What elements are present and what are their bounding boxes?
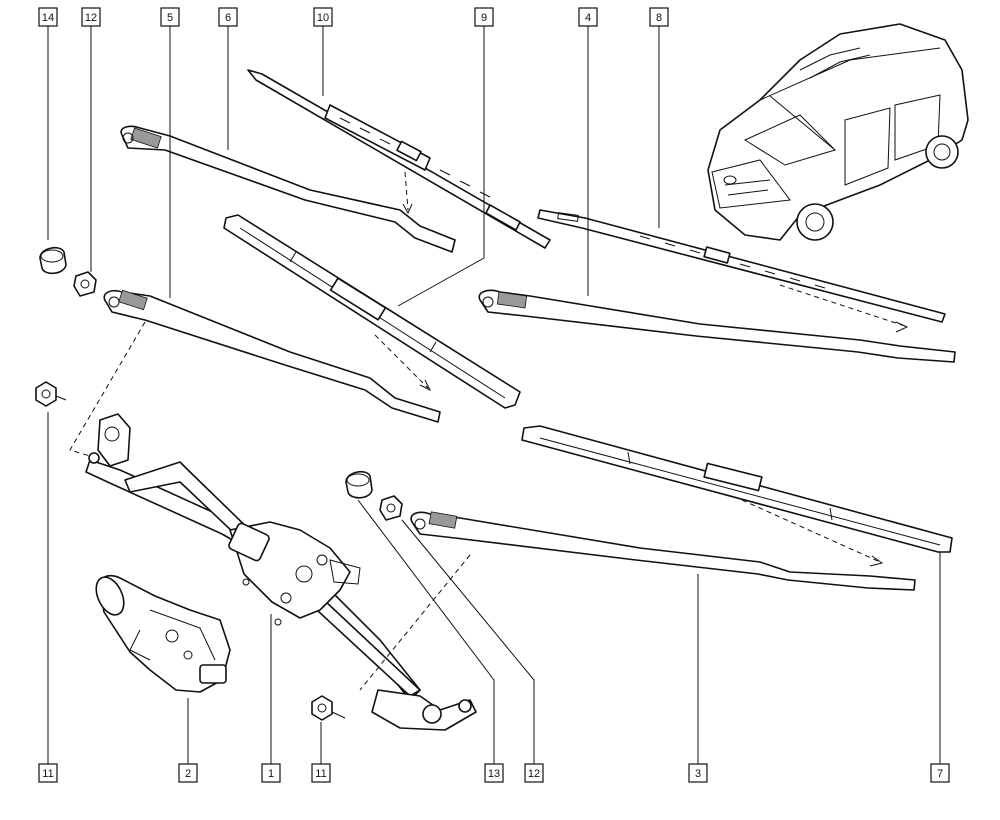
blade-10-assembly-arrow [404, 171, 409, 211]
arrowhead [895, 321, 909, 333]
callout-11-bottom: 11 [311, 763, 331, 783]
blade-9-assembly-arrow [374, 334, 429, 389]
svg-text:12: 12 [85, 12, 97, 24]
callout-13: 13 [484, 763, 504, 783]
nut-12-right [379, 495, 403, 521]
callout-6: 6 [218, 7, 238, 27]
callout-7: 7 [930, 763, 950, 783]
svg-text:1: 1 [268, 768, 274, 780]
callout-12-bottom: 12 [524, 763, 544, 783]
wiper-blade-7 [521, 425, 953, 553]
svg-text:3: 3 [695, 768, 701, 780]
arm-5-to-linkage-line [69, 321, 146, 457]
callout-11-left: 11 [38, 763, 58, 783]
arrowhead [869, 555, 884, 567]
callout-2: 2 [178, 763, 198, 783]
callout-8: 8 [649, 7, 669, 27]
wiper-motor-2 [95, 574, 231, 693]
callout-12: 12 [81, 7, 101, 27]
bolt-11-bottom [311, 695, 346, 721]
bolt-11-left [35, 381, 67, 407]
vehicle-illustration [707, 23, 969, 241]
svg-text:10: 10 [317, 12, 329, 24]
arrowhead [402, 203, 413, 215]
blade-7-assembly-arrow [741, 499, 881, 563]
svg-text:6: 6 [225, 12, 231, 24]
arm-3-to-linkage-line [359, 554, 471, 691]
svg-text:12: 12 [528, 768, 540, 780]
blade-8-assembly-arrow [779, 284, 906, 327]
wiper-arm-5 [103, 289, 441, 423]
svg-text:11: 11 [315, 768, 326, 780]
svg-text:7: 7 [937, 768, 943, 780]
svg-text:5: 5 [167, 12, 173, 24]
svg-text:13: 13 [488, 768, 500, 780]
wiper-blade-8 [537, 209, 946, 323]
cap-14 [39, 246, 67, 275]
nut-12 [73, 271, 97, 297]
svg-text:14: 14 [42, 12, 54, 24]
callout-9: 9 [474, 7, 494, 27]
callout-14: 14 [38, 7, 58, 27]
wiper-linkage-1 [85, 413, 477, 731]
callout-1: 1 [261, 763, 281, 783]
wiper-blade-10 [247, 69, 551, 249]
svg-text:9: 9 [481, 12, 487, 24]
wiper-arm-3 [410, 511, 916, 591]
cap-13 [345, 470, 373, 499]
callout-4: 4 [578, 7, 598, 27]
wiper-arm-4 [478, 289, 956, 363]
wiper-blade-9 [223, 214, 521, 409]
arrowhead [419, 379, 432, 392]
callout-3: 3 [688, 763, 708, 783]
svg-text:4: 4 [585, 12, 591, 24]
svg-text:2: 2 [185, 768, 191, 780]
svg-text:11: 11 [42, 768, 53, 780]
leader-lines [47, 26, 941, 764]
callout-5: 5 [160, 7, 180, 27]
svg-text:8: 8 [656, 12, 662, 24]
callout-10: 10 [313, 7, 333, 27]
